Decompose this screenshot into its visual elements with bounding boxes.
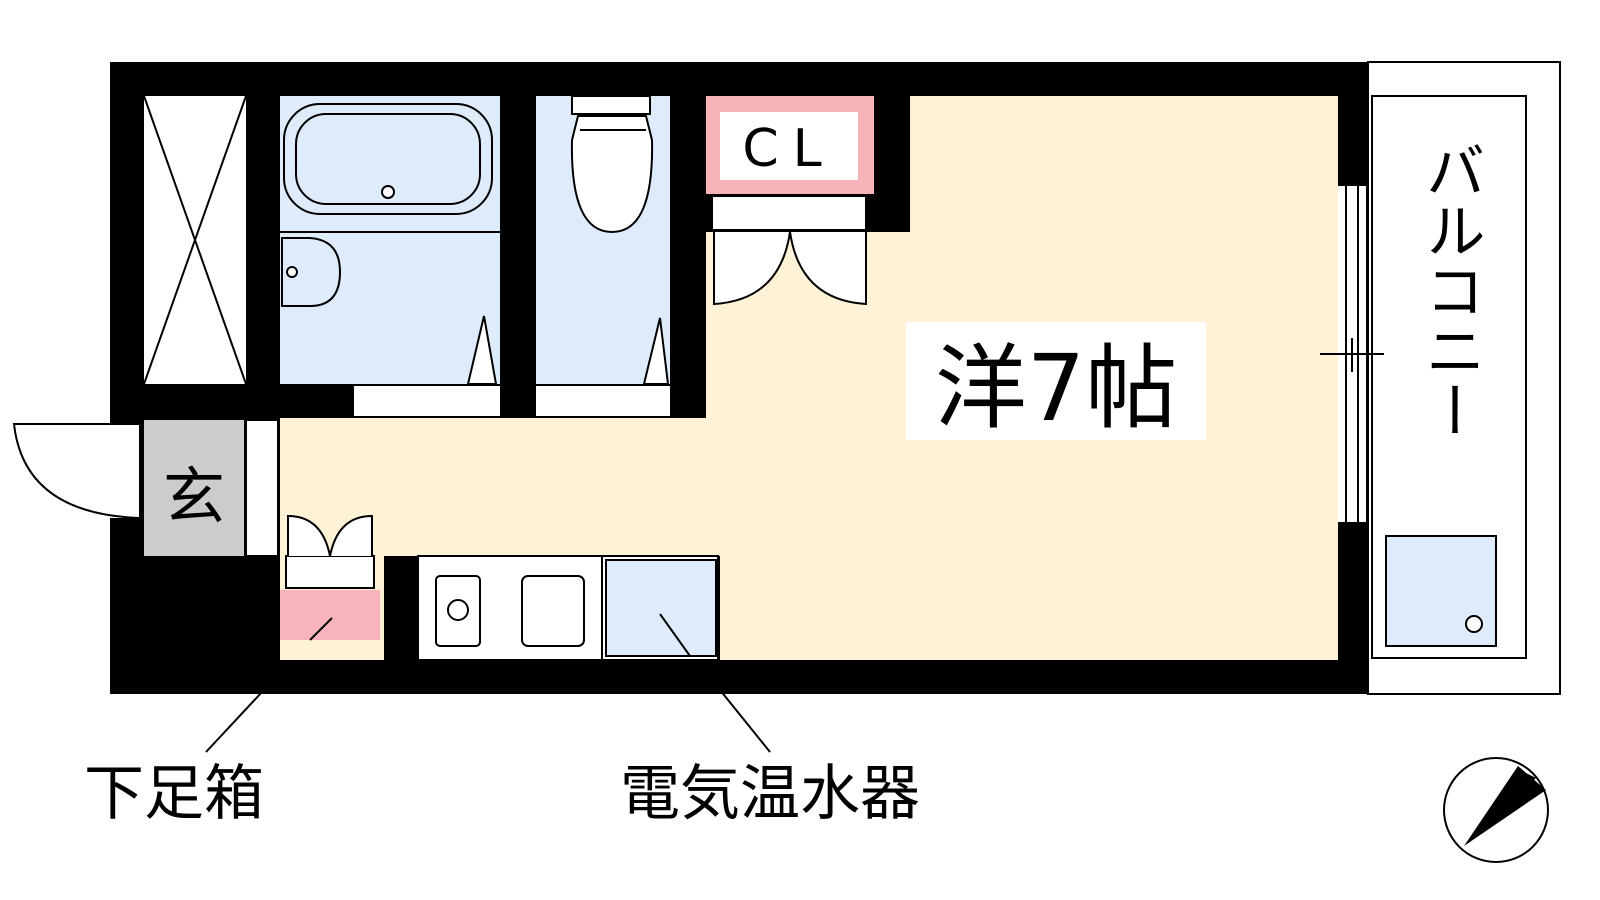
closet-interior [720, 112, 858, 180]
shoe-box-leader-inner [309, 617, 333, 641]
entrance-door-swing [12, 423, 141, 520]
balcony-label: バルコニー [1415, 140, 1485, 440]
toilet-bowl-icon [570, 115, 654, 234]
washbasin-faucet-icon [286, 266, 298, 278]
shoe-box-leader-line [205, 691, 263, 753]
entrance-floor [144, 420, 244, 556]
shoe-box-door-right [329, 514, 373, 557]
entrance-label: 玄 [163, 460, 225, 533]
bathtub-drain-icon [381, 185, 395, 199]
closet-door-right [789, 231, 867, 306]
bathroom-door-swing [466, 315, 498, 385]
water-heater-box [605, 559, 717, 657]
burner-icon [447, 599, 469, 621]
main-room-label: 洋7帖 [935, 335, 1178, 442]
shoe-box-door-area [285, 555, 375, 589]
storage-cross-b [143, 95, 247, 385]
water-heater-callout: 電気温水器 [620, 759, 920, 829]
entrance-step [245, 419, 279, 557]
closet-door-track [711, 195, 867, 231]
balcony-drain-icon [1465, 615, 1483, 633]
water-heater-leader-line [719, 689, 771, 753]
main-room-floor [280, 96, 1338, 660]
north-arrow-icon [1443, 757, 1549, 863]
bathroom-door-sill [354, 386, 500, 416]
shoe-box-door-left [287, 514, 331, 557]
washbasin [281, 237, 342, 307]
bathtub [283, 103, 493, 215]
toilet-door-swing [642, 317, 670, 385]
toilet-tank [571, 95, 651, 115]
main-room-label-bg [906, 322, 1206, 440]
water-heater-leader-inner [659, 613, 691, 657]
toilet-door-sill [536, 386, 670, 416]
shoe-box [280, 590, 380, 640]
balcony-inner-line [1371, 95, 1527, 659]
closet-label: CL [742, 119, 835, 179]
closet-door-left [713, 231, 791, 306]
kitchen-sink [521, 575, 585, 647]
shoe-box-callout: 下足箱 [84, 759, 264, 829]
bathtub-inner [295, 113, 481, 205]
